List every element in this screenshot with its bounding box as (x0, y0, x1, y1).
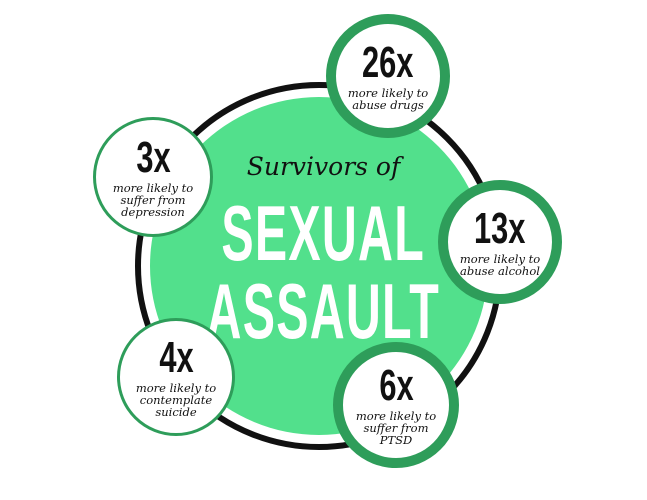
stat-circle-drugs: 26x more likely to abuse drugs (326, 14, 450, 138)
stat-circle-ptsd: 6x more likely to suffer from PTSD (333, 342, 459, 468)
stat-description: more likely to suffer from PTSD (355, 409, 437, 447)
stat-circle-suicide: 4x more likely to contemplate suicide (117, 318, 235, 436)
heading-survivors-of: Survivors of (246, 152, 401, 181)
stat-value: 4x (158, 333, 194, 382)
heading-assault: ASSAULT (0, 272, 647, 350)
stat-description: more likely to abuse drugs (347, 86, 429, 112)
stat-description: more likely to abuse alcohol (459, 252, 541, 278)
heading-sexual-text: SEXUAL (221, 189, 426, 277)
stat-value: 6x (378, 361, 414, 410)
stat-value: 13x (474, 204, 526, 253)
stat-description: more likely to suffer from depression (112, 181, 194, 219)
heading-sexual: SEXUAL (0, 194, 647, 272)
stat-description: more likely to contemplate suicide (135, 381, 217, 419)
stat-value: 26x (362, 38, 414, 87)
stat-value: 3x (135, 133, 171, 182)
stat-circle-depression: 3x more likely to suffer from depression (93, 117, 213, 237)
heading-assault-text: ASSAULT (206, 267, 441, 355)
stat-circle-alcohol: 13x more likely to abuse alcohol (438, 180, 562, 304)
